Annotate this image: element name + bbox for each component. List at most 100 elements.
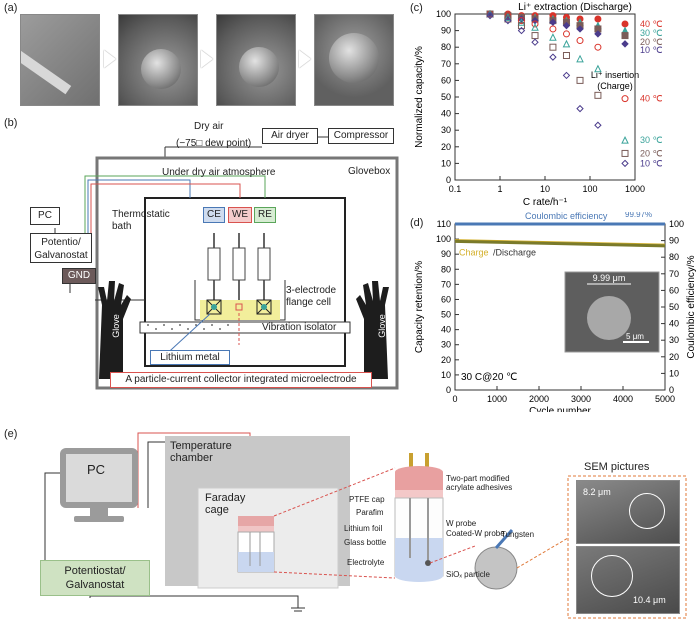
glove-left [98,281,131,379]
data-point [576,54,584,63]
size-label-2: 10.4 μm [633,595,666,605]
chamber-line2: chamber [170,452,213,464]
y-right-tick-label-d: 10 [669,368,679,378]
w-probe-label: W probe [446,519,477,528]
x-tick-label-d: 5000 [655,394,675,404]
sem-picture-1: 8.2 μm [576,480,680,544]
y-tick-label-d: 60 [441,294,451,304]
glovebox-outline [95,156,399,390]
y-right-tick-label-d: 90 [669,236,679,246]
adhesive-line1: Two-part modified [446,474,510,483]
y-tick-label-c: 70 [441,59,451,69]
faraday-label: Faraday cage [205,492,245,516]
condition-label: 30 C@20 ℃ [461,372,517,383]
cycle-life-chart: 0102030405060708090100110010203040506070… [414,212,697,412]
data-point [531,23,539,31]
data-point [594,43,602,51]
sio-label: SiOₓ particle [446,570,490,579]
data-point [517,22,525,30]
ce-box: CE [203,207,225,223]
ce-label: Coulombic efficiency [525,212,608,221]
data-point [594,15,602,23]
thermostatic-line1: Thermostatic [112,209,170,220]
legend-entry-charge: 30 ℃ [640,135,663,145]
electrolyte-label: Electrolyte [347,558,385,567]
y-right-tick-label-d: 70 [669,269,679,279]
y-tick-label-d: 40 [441,325,451,335]
y-right-tick-label-d: 30 [669,335,679,345]
data-point [504,16,512,25]
atmosphere-label: Under dry air atmosphere [162,167,276,178]
x-axis-label-c: C rate/h⁻¹ [523,197,568,208]
y-tick-label-d: 70 [441,279,451,289]
y-tick-label-d: 20 [441,355,451,365]
y-tick-label-d: 90 [441,249,451,259]
tungsten-label: Tungsten [501,530,535,539]
data-point [531,32,539,40]
data-point [594,30,602,38]
size-label-1: 8.2 μm [583,487,611,497]
y-right-tick-label-d: 20 [669,352,679,362]
data-point [562,21,571,30]
y-tick-label-c: 60 [441,75,451,85]
x-tick-label-c: 1 [497,184,502,194]
arrow-3 [299,50,311,68]
potentiostat-e-line2: Galvanostat [65,579,125,591]
data-point [621,136,629,144]
y-tick-label-c: 0 [446,175,451,185]
compressor-box: Compressor [328,128,394,144]
y-right-tick-label-d: 100 [669,219,684,229]
glove-right-label: Glove [376,314,387,338]
glove-left-label: Glove [110,314,121,338]
inset-size-label: 9.99 μm [593,273,626,283]
y-tick-label-c: 20 [441,142,451,152]
vibration-label: Vibration isolator [262,322,337,333]
glove-right [356,281,389,379]
panel-d-label: (d) [410,217,424,229]
dry-air-label: Dry air [194,121,224,132]
adhesive-label: Two-part modified acrylate adhesives [446,474,512,492]
microelectrode-box: A particle-current collector integrated … [110,372,372,388]
charge-label: Charge [459,248,489,258]
potentiostat-line2: Galvanostat [34,250,88,261]
data-point [486,11,494,20]
x-tick-label-d: 1000 [487,394,507,404]
gnd-box: GND [62,268,96,284]
glovebox-label: Glovebox [348,166,391,177]
data-point [621,32,629,40]
y-tick-label-c: 90 [441,26,451,36]
discharge-label: /Discharge [493,248,536,258]
y-tick-label-c: 80 [441,42,451,52]
data-point [549,25,557,33]
lithium-metal-box: Lithium metal [150,350,230,365]
chamber-label: Temperature chamber [170,440,232,464]
data-point [576,76,584,84]
flange-line1: 3-electrode [286,285,337,296]
data-point [621,20,629,28]
y-tick-label-d: 30 [441,340,451,350]
data-point [576,37,584,45]
thermostatic-line2: bath [112,221,132,232]
data-point [504,15,512,23]
data-point [531,20,539,28]
panel-c-label: (c) [410,2,423,14]
scale-label: 5 μm [626,332,644,341]
y-right-tick-label-d: 0 [669,385,674,395]
y-right-tick-label-d: 80 [669,252,679,262]
data-point [531,38,539,46]
x-tick-label-d: 0 [452,394,457,404]
y-axis-label-d: Capacity retention/% [414,261,425,353]
chamber-line1: Temperature [170,440,232,452]
legend-entry-charge: 20 ℃ [640,148,663,158]
data-point [576,25,584,33]
x-tick-label-c: 10 [540,184,550,194]
data-point [549,53,557,61]
y-right-tick-label-d: 50 [669,302,679,312]
coated-w-label: Coated-W probe [446,529,505,538]
potentiostat-e-line1: Potentiostat/ [64,565,126,577]
legend-entry-discharge: 30 ℃ [640,28,663,38]
panel-a-label: (a) [4,2,18,14]
y-right-tick-label-d: 40 [669,319,679,329]
x-tick-label-c: 1000 [625,184,645,194]
